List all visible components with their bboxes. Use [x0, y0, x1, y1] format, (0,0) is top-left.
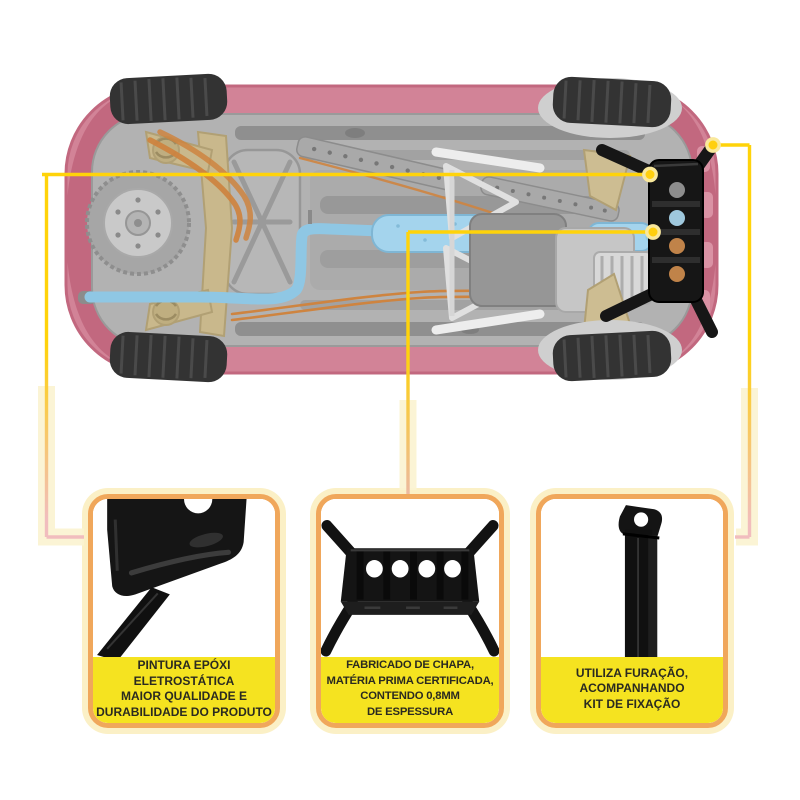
card-photo-full-plate [321, 499, 499, 657]
coil-spring-2 [152, 298, 180, 326]
card-photo-plate-corner [93, 499, 275, 657]
card-caption-fixing-kit: UTILIZA FURAÇÃO, ACOMPANHANDO KIT DE FIX… [541, 657, 723, 723]
front-subframe-engine [431, 147, 653, 335]
tires [109, 73, 682, 383]
card-caption-epoxy-paint: PINTURA EPÓXI ELETROSTÁTICA MAIOR QUALID… [93, 657, 275, 723]
card-caption-certified-sheet: FABRICADO DE CHAPA, MATÉRIA PRIMA CERTIF… [321, 657, 499, 723]
tire-front-right-bottom [552, 330, 672, 382]
tire-front-right-top [552, 76, 672, 128]
fuel-tank [222, 148, 302, 296]
feature-card-epoxy-paint: PINTURA EPÓXI ELETROSTÁTICA MAIOR QUALID… [82, 488, 286, 734]
tire-rear-left [109, 73, 228, 125]
feature-card-certified-sheet: FABRICADO DE CHAPA, MATÉRIA PRIMA CERTIF… [310, 488, 510, 734]
card-photo-bracket [541, 499, 723, 657]
feature-card-fixing-kit: UTILIZA FURAÇÃO, ACOMPANHANDO KIT DE FIX… [530, 488, 734, 734]
spare-tire [85, 170, 191, 276]
tire-rear-left-bottom [109, 331, 228, 383]
car-underbody-illustration [64, 73, 720, 383]
engine-sump [469, 213, 567, 307]
